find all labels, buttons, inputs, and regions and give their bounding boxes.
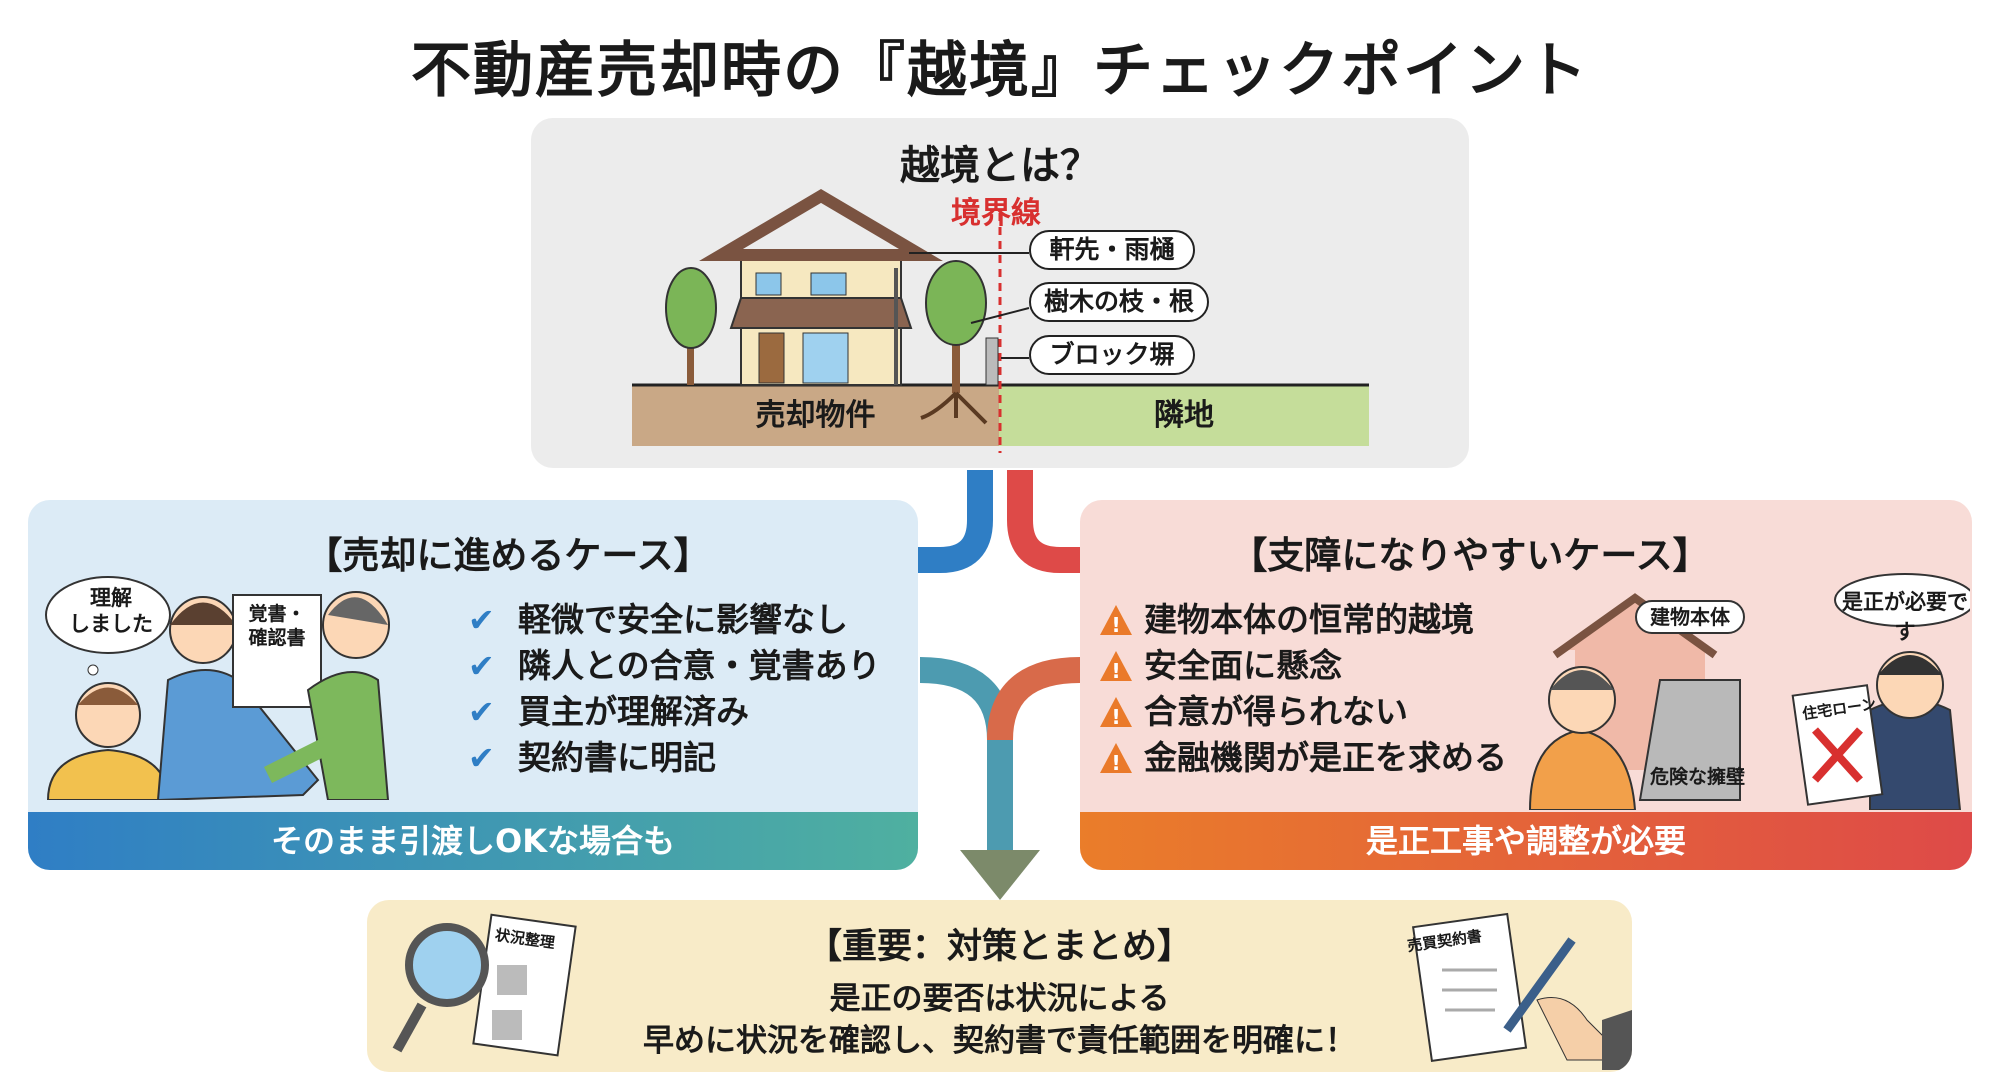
retaining-wall-icon <box>1638 679 1741 801</box>
list-item-text: 合意が得られない <box>1144 692 1408 731</box>
panel-footer: そのまま引渡しOKな場合も <box>28 812 918 870</box>
list-item: ✔ 軽微で安全に影響なし <box>468 597 881 643</box>
speech-bubble-correction: 是正が必要です <box>1842 590 1968 644</box>
page-title: 不動産売却時の『越境』チェックポイント <box>411 36 1589 106</box>
svg-text:!: ! <box>1111 613 1120 637</box>
warning-icon: ! <box>1100 605 1132 637</box>
block-wall-icon <box>985 337 999 386</box>
list-item-text: 買主が理解済み <box>518 692 749 731</box>
list-item-text: 金融機関が是正を求める <box>1144 738 1507 777</box>
problem-case-panel: 【支障になりやすいケース】 ! 建物本体の恒常的越境 ! 安全面に懸念 ! 合意が得ら… <box>1080 500 1972 870</box>
svg-text:!: ! <box>1111 705 1120 729</box>
encroachment-definition-panel: 越境とは？ 境界線 軒先・雨樋 樹木の枝・根 ブロック塀 売却物件 隣地 <box>531 118 1469 468</box>
panel-title: 【売却に進めるケース】 <box>305 534 711 577</box>
flow-arrows <box>870 470 1135 900</box>
summary-panel: 状況整理 売買契約書 【重要：対策とまとめ】 是正の要否は状況による 早めに状況… <box>367 900 1632 1072</box>
memorandum-document-icon <box>232 594 322 708</box>
summary-line: 是正の要否は状況による <box>829 981 1170 1017</box>
list-item: ! 金融機関が是正を求める <box>1098 735 1507 781</box>
list-item: ✔ 隣人との合意・覚書あり <box>468 643 881 689</box>
ok-case-list: ✔ 軽微で安全に影響なし ✔ 隣人との合意・覚書あり ✔ 買主が理解済み ✔ 契約書に明… <box>468 597 881 781</box>
list-item: ✔ 買主が理解済み <box>468 689 881 735</box>
speech-line: 理解 <box>90 586 132 610</box>
ground-label-neighbor: 隣地 <box>1154 398 1214 433</box>
callout-tree-branches-roots: 樹木の枝・根 <box>1029 282 1209 322</box>
panel-title: 【支障になりやすいケース】 <box>1230 534 1710 577</box>
warning-icon: ! <box>1100 697 1132 729</box>
list-item: ✔ 契約書に明記 <box>468 735 881 781</box>
list-item: ! 安全面に懸念 <box>1098 643 1507 689</box>
contract-signing-illustration <box>1412 912 1632 1070</box>
house-icon <box>699 189 943 386</box>
callout-block-wall: ブロック塀 <box>1029 335 1195 375</box>
doc-line: 確認書 <box>248 627 306 649</box>
warning-icon: ! <box>1100 651 1132 683</box>
warning-icon: ! <box>1100 743 1132 775</box>
encroachment-illustration <box>632 189 1369 453</box>
contract-document-icon <box>1412 912 1528 1063</box>
magnifier-icon <box>405 923 489 1007</box>
panel-title: 【重要：対策とまとめ】 <box>806 927 1192 967</box>
problem-illustration <box>1528 573 1970 810</box>
building-label: 建物本体 <box>1635 600 1745 634</box>
handshake-illustration <box>45 576 390 800</box>
list-item-text: 軽微で安全に影響なし <box>518 600 848 639</box>
list-item-text: 契約書に明記 <box>518 738 716 777</box>
tree-icon <box>665 267 717 385</box>
doc-line: 覚書・ <box>248 603 306 625</box>
check-icon: ✔ <box>468 739 495 777</box>
memorandum-document-label: 覚書・確認書 <box>233 602 321 650</box>
check-icon: ✔ <box>468 601 495 639</box>
panel-footer: 是正工事や調整が必要 <box>1080 812 1972 870</box>
check-icon: ✔ <box>468 693 495 731</box>
list-item: ! 合意が得られない <box>1098 689 1507 735</box>
list-item-text: 建物本体の恒常的越境 <box>1144 600 1474 639</box>
arrow-down-icon <box>960 850 1040 900</box>
list-item: ! 建物本体の恒常的越境 <box>1098 597 1507 643</box>
pen-icon <box>1503 937 1576 1033</box>
retaining-wall-label: 危険な擁壁 <box>1650 766 1746 788</box>
callout-eaves-gutter: 軒先・雨樋 <box>1029 230 1195 270</box>
summary-line: 早めに状況を確認し、契約書で責任範囲を明確に！ <box>643 1023 1356 1059</box>
sale-ok-panel: 【売却に進めるケース】 理解しました 覚書・確認書 ✔ 軽微で安全に影響なし ✔ 隣… <box>28 500 918 870</box>
svg-text:!: ! <box>1111 659 1120 683</box>
tree-icon <box>920 260 988 425</box>
list-item-text: 安全面に懸念 <box>1144 646 1342 685</box>
ground-label-property: 売却物件 <box>755 398 876 433</box>
magnifier-handle <box>392 1002 427 1053</box>
panel-title: 越境とは？ <box>900 143 1100 189</box>
magnifier-document-illustration <box>392 913 577 1057</box>
reject-x-icon <box>1812 727 1863 783</box>
problem-case-list: ! 建物本体の恒常的越境 ! 安全面に懸念 ! 合意が得られない ! 金融機関が是正を求… <box>1098 597 1507 781</box>
check-icon: ✔ <box>468 647 495 685</box>
list-item-text: 隣人との合意・覚書あり <box>518 646 881 685</box>
speech-line: しました <box>69 612 153 636</box>
svg-text:!: ! <box>1111 751 1120 775</box>
boundary-label: 境界線 <box>951 196 1041 231</box>
speech-bubble-understood: 理解しました <box>51 585 171 637</box>
